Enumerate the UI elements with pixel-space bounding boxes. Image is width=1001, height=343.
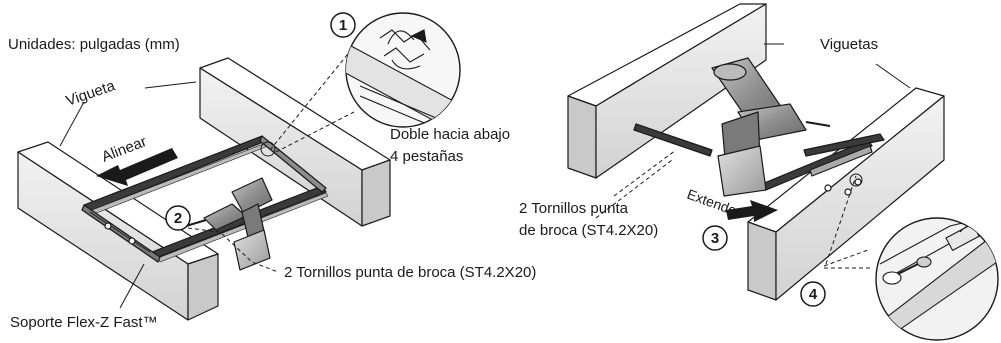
right-rails xyxy=(633,123,885,196)
left-screws-label: 2 Tornillos punta de broca (ST4.2X20) xyxy=(284,264,537,281)
right-assembly xyxy=(567,3,945,301)
leader-lines-left xyxy=(59,43,357,309)
leader-lines-right xyxy=(595,43,911,269)
step-1-number: 1 xyxy=(339,17,347,34)
right-back-joist xyxy=(567,3,767,179)
step-1-circle xyxy=(330,12,356,38)
bend-instruction-line2: 4 pestañas xyxy=(390,148,464,165)
align-label: Alinear xyxy=(99,133,149,166)
bracket-label: Soporte Flex-Z Fast™ xyxy=(10,314,158,331)
step-circles xyxy=(165,12,826,307)
step-4-circle xyxy=(800,281,826,307)
step-3-number: 3 xyxy=(711,230,719,247)
step-2-circle xyxy=(165,205,191,231)
detail-4-inset xyxy=(875,217,999,341)
bend-instruction-line1: Doble hacia abajo xyxy=(390,126,511,143)
drill-right xyxy=(711,57,831,197)
right-screws-line2: de broca (ST4.2X20) xyxy=(519,222,659,239)
detail-1-inset xyxy=(345,12,461,128)
bend-tab-marker xyxy=(260,141,276,157)
joists-label: Viguetas xyxy=(820,36,879,53)
screw-marker xyxy=(849,173,863,187)
units-label: Unidades: pulgadas (mm) xyxy=(8,36,180,53)
align-arrow xyxy=(96,148,178,186)
step-2-number: 2 xyxy=(174,210,182,227)
bracket-rails xyxy=(81,135,329,263)
left-assembly xyxy=(17,57,391,321)
step-4-number: 4 xyxy=(809,286,818,303)
drill-left xyxy=(185,177,273,271)
step-3-circle xyxy=(702,225,728,251)
extend-arrow xyxy=(726,200,778,222)
vigueta-label: Vigueta xyxy=(64,77,118,110)
right-screws-line1: 2 Tornillos punta xyxy=(519,200,628,217)
